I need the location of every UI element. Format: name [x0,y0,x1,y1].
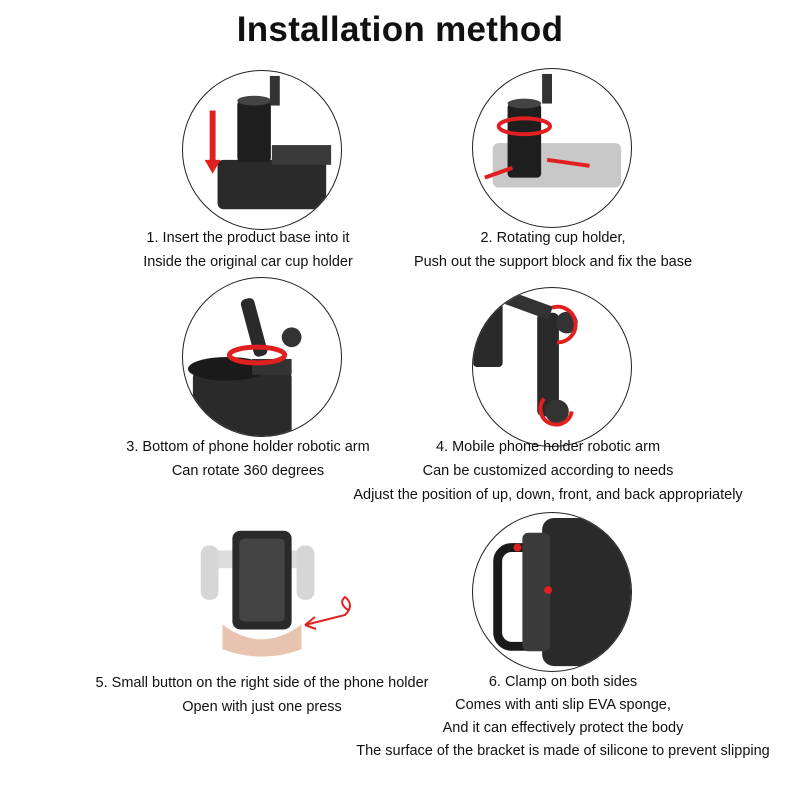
caption-line: 5. Small button on the right side of the… [95,675,429,691]
step-1-caption: 1. Insert the product base into it Insid… [143,226,353,274]
step-4-image [472,287,632,447]
caption-line: And it can effectively protect the body [442,720,684,736]
rotate-arrow-icon [496,116,552,137]
caption-line: Adjust the position of up, down, front, … [353,487,743,503]
hand-icon [222,624,302,657]
step-3-caption: 3. Bottom of phone holder robotic arm Ca… [126,435,369,483]
step-5-image [182,505,342,665]
step-3-image [182,277,342,437]
caption-line: Comes with anti slip EVA sponge, [455,697,671,713]
step-1-image [182,70,342,230]
step-6-image [472,512,632,672]
caption-line: Inside the original car cup holder [143,254,353,270]
step-2-image [472,68,632,228]
rotate-arrow-icon [226,344,288,366]
caption-line: Can be customized according to needs [422,463,674,479]
caption-line: 2. Rotating cup holder, [480,230,626,246]
step-2-caption: 2. Rotating cup holder, Push out the sup… [414,226,692,274]
page-title: Installation method [236,10,564,49]
rotate-arrow-icon [551,304,578,345]
step-5-caption: 5. Small button on the right side of the… [96,671,429,719]
caption-line: Can rotate 360 degrees [171,463,325,479]
red-dot-icon [513,543,522,552]
caption-line: The surface of the bracket is made of si… [356,743,770,759]
caption-line: Open with just one press [182,699,342,715]
caption-line: 1. Insert the product base into it [146,230,350,246]
caption-line: 4. Mobile phone holder robotic arm [435,439,661,455]
press-arrow-icon [304,595,351,630]
caption-line: Push out the support block and fix the b… [413,254,693,270]
step-4-caption: 4. Mobile phone holder robotic arm Can b… [353,435,742,507]
push-arrow-icon [484,165,514,180]
caption-line: 3. Bottom of phone holder robotic arm [126,439,370,455]
step-6-caption: 6. Clamp on both sides Comes with anti s… [356,671,769,763]
caption-line: 6. Clamp on both sides [488,674,638,690]
down-arrow-icon [204,159,221,174]
